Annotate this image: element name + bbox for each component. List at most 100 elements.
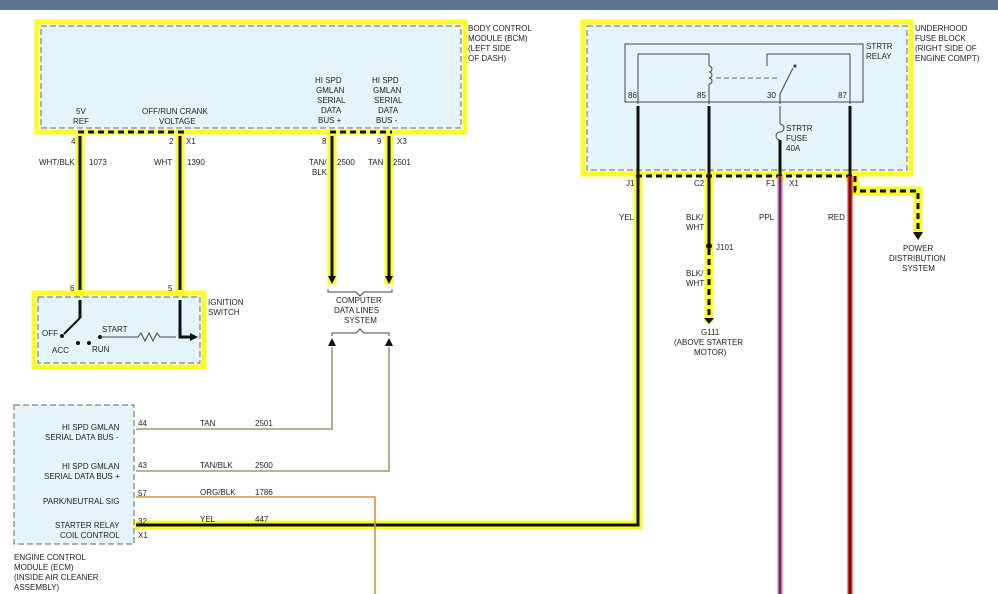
fuse-block-title-3: (RIGHT SIDE OF [915, 44, 977, 53]
splice-j101: J101 [716, 243, 734, 252]
wire-blkwht2-label-1: BLK/ [686, 269, 704, 278]
bus-minus-3: SERIAL [374, 96, 403, 105]
bcm-box [40, 25, 462, 129]
pin-label-crank-1: OFF/RUN CRANK [142, 107, 208, 116]
bus-plus-3: SERIAL [317, 96, 346, 105]
wire-blkwht1-label-2: WHT [686, 223, 704, 232]
relay-pin-85: 85 [697, 91, 706, 100]
wire-1786 [136, 496, 376, 594]
cdl-label-1: COMPUTER [336, 296, 382, 305]
bcm-title-4: OF DASH) [468, 54, 507, 63]
starter-relay-box [624, 43, 864, 103]
ignition-pin-6: 6 [70, 284, 75, 293]
ecm-row2-label-2: SERIAL DATA BUS + [44, 472, 120, 481]
power-dist-2: DISTRIBUTION [889, 254, 946, 263]
ecm-box [13, 404, 135, 545]
ignition-start: START [102, 325, 128, 334]
power-dist-3: SYSTEM [902, 264, 935, 273]
fuse-block-box [586, 25, 908, 171]
ecm-row1-label-2: SERIAL DATA BUS - [45, 433, 119, 442]
ecm-row3-label: PARK/NEUTRAL SIG [43, 497, 119, 506]
ecm-wire2-circuit: 2500 [255, 461, 273, 470]
ignition-pin-5: 5 [168, 284, 173, 293]
fuse-block-highlight [580, 19, 914, 177]
ecm-connector-x1: X1 [138, 531, 148, 540]
wire-yel-label: YEL [619, 213, 635, 222]
ignition-switch-box [37, 296, 201, 364]
wire-1073-color: WHT/BLK [39, 158, 75, 167]
ground-g111-1: G111 [701, 328, 720, 337]
window-title-bar [0, 0, 998, 10]
ecm-title-4: ASSEMBLY) [14, 583, 60, 592]
ground-icon [704, 318, 714, 324]
relay-pin-87: 87 [838, 91, 847, 100]
wire-2500-circuit: 2500 [337, 158, 355, 167]
fuse-label-1: STRTR [786, 124, 813, 133]
pin-label-crank-2: VOLTAGE [159, 117, 196, 126]
bus-plus-4: DATA [321, 106, 342, 115]
wire-1073-circuit: 1073 [89, 158, 107, 167]
wire-1390-circuit: 1390 [187, 158, 205, 167]
wire-2500-ecm [136, 347, 390, 472]
cdl-label-2: DATA LINES [334, 306, 379, 315]
bus-plus-1: HI SPD [315, 76, 342, 85]
bcm-highlight [34, 19, 468, 135]
wire-2501-circuit: 2501 [393, 158, 411, 167]
wire-red-label: RED [828, 213, 845, 222]
ecm-row1-label-1: HI SPD GMLAN [62, 423, 120, 432]
bus-plus-5: BUS + [318, 116, 342, 125]
engine-control-module: HI SPD GMLAN SERIAL DATA BUS - 44 HI SPD… [13, 404, 148, 592]
fuse-label-3: 40A [786, 144, 801, 153]
wire-yel-447 [136, 176, 640, 527]
power-dist-1: POWER [903, 244, 933, 253]
ground-g111-2: (ABOVE STARTER [674, 338, 743, 347]
wire-blkwht1-label-1: BLK/ [686, 213, 704, 222]
arrow-up-icon [385, 338, 393, 346]
ecm-pin-43: 43 [138, 461, 147, 470]
arrow-up-icon [328, 338, 336, 346]
pin-4: 4 [71, 137, 76, 146]
fuse-block-title-1: UNDERHOOD [915, 24, 968, 33]
underhood-fuse-block: UNDERHOOD FUSE BLOCK (RIGHT SIDE OF ENGI… [586, 24, 980, 188]
ecm-title-3: (INSIDE AIR CLEANER [14, 573, 99, 582]
fuse-block-title-2: FUSE BLOCK [915, 34, 966, 43]
bcm-title-1: BODY CONTROL [468, 24, 532, 33]
ecm-row4-label-1: STARTER RELAY [55, 521, 120, 530]
ignition-label-1: IGNITION [208, 298, 244, 307]
ecm-pin-57: 57 [138, 489, 147, 498]
fb-pin-j1: J1 [626, 179, 635, 188]
fuse-label-2: FUSE [786, 134, 807, 143]
body-control-module: BODY CONTROL MODULE (BCM) (LEFT SIDE OF … [40, 24, 532, 146]
ignition-off: OFF [42, 329, 58, 338]
arrow-down-icon [913, 232, 923, 240]
fb-pin-c2: C2 [694, 179, 705, 188]
ignition-run: RUN [92, 345, 110, 354]
ignition-label-2: SWITCH [208, 308, 240, 317]
ecm-wire2-color: TAN/BLK [200, 461, 233, 470]
bus-plus-2: GMLAN [316, 86, 345, 95]
ecm-wire1-color: TAN [200, 419, 216, 428]
bus-minus-2: GMLAN [373, 86, 402, 95]
ecm-wire4-color: YEL [200, 515, 216, 524]
ecm-pin-32: 32 [138, 517, 147, 526]
ecm-wire3-color: ORG/BLK [200, 488, 236, 497]
ecm-pin-44: 44 [138, 419, 147, 428]
pin-2: 2 [169, 137, 174, 146]
relay-label-2: RELAY [866, 52, 892, 61]
bus-minus-1: HI SPD [372, 76, 399, 85]
bcm-title-2: MODULE (BCM) [468, 34, 528, 43]
wire-2501-color: TAN [368, 158, 384, 167]
ignition-switch-highlight [31, 290, 207, 370]
ignition-acc: ACC [52, 346, 69, 355]
bus-minus-5: BUS - [376, 116, 398, 125]
splice-j101-dot [706, 243, 712, 249]
wire-2500-color-2: BLK [312, 168, 328, 177]
ecm-row2-label-1: HI SPD GMLAN [62, 462, 120, 471]
pin-8: 8 [322, 137, 327, 146]
fb-pin-f1: F1 [766, 179, 776, 188]
relay-pin-86: 86 [628, 91, 637, 100]
wire-blkwht2-label-2: WHT [686, 279, 704, 288]
pin-label-5v: 5V [76, 107, 86, 116]
arrow-down-icon [328, 276, 336, 284]
